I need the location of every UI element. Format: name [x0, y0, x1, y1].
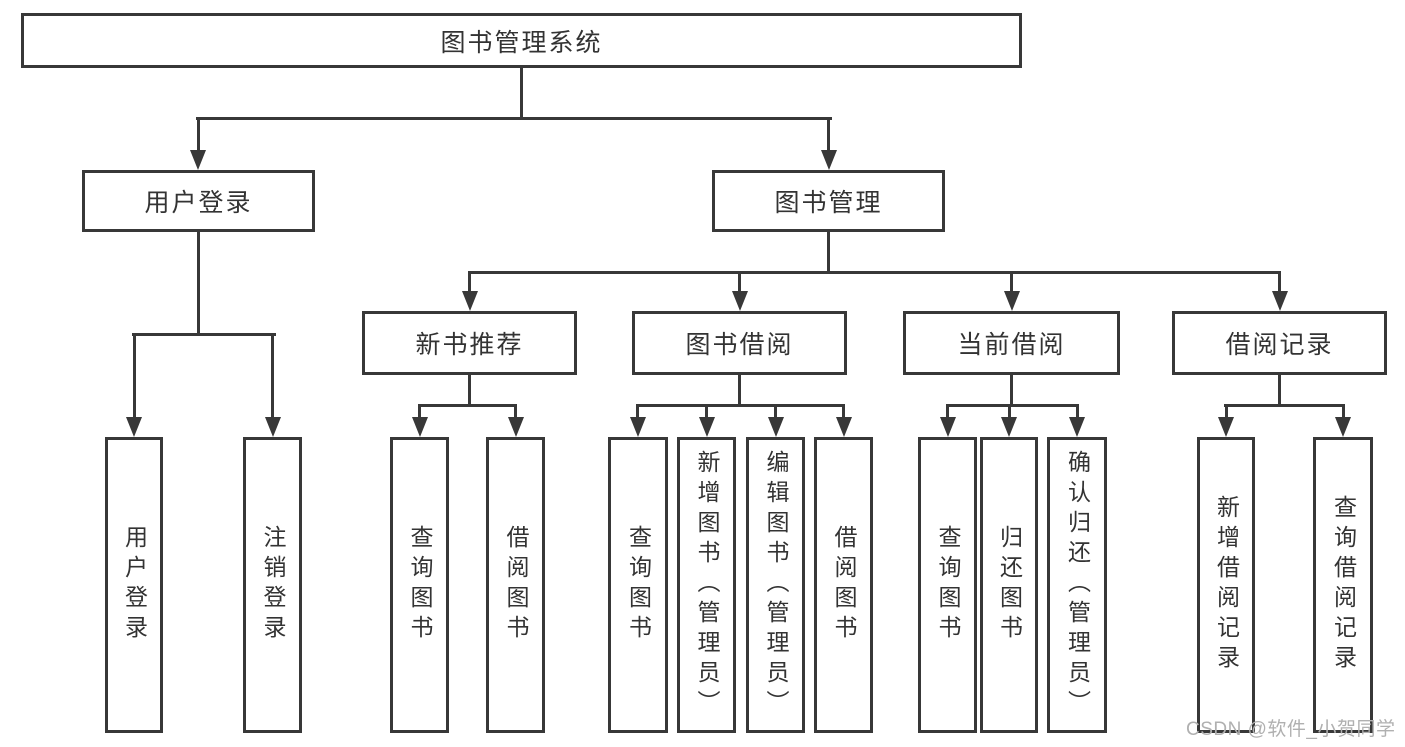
connector-arrowhead	[508, 417, 524, 437]
leaf-user-login: 用户登录	[105, 437, 163, 733]
node-new-book-recommend: 新书推荐	[362, 311, 577, 375]
connector-line	[1076, 404, 1079, 417]
connector-line	[197, 117, 200, 150]
connector-arrowhead	[630, 417, 646, 437]
connector-line	[705, 404, 708, 417]
leaf-label: 新增借阅记录	[1213, 495, 1240, 675]
connector-line	[196, 117, 832, 120]
connector-line	[468, 375, 471, 407]
connector-line	[133, 333, 136, 417]
leaf-label: 归还图书	[996, 525, 1023, 645]
connector-line	[418, 404, 421, 417]
connector-arrowhead	[732, 291, 748, 311]
leaf-newbook-borrow-book: 借阅图书	[486, 437, 545, 733]
connector-line	[514, 404, 517, 417]
connector-line	[946, 404, 949, 417]
node-label: 借阅记录	[1225, 331, 1334, 359]
node-book-borrow: 图书借阅	[632, 311, 847, 375]
connector-line	[827, 232, 830, 274]
connector-arrowhead	[940, 417, 956, 437]
leaf-records-query-record: 查询借阅记录	[1313, 437, 1373, 733]
connector-arrowhead	[821, 150, 837, 170]
connector-arrowhead	[190, 150, 206, 170]
node-label: 图书借阅	[685, 331, 794, 359]
watermark: CSDN @软件_小贺同学	[1186, 719, 1396, 740]
connector-line	[738, 375, 741, 407]
connector-line	[827, 117, 830, 150]
leaf-current-return-book: 归还图书	[980, 437, 1038, 733]
connector-line	[1225, 404, 1228, 417]
node-current-borrow: 当前借阅	[903, 311, 1120, 375]
node-book-management: 图书管理	[712, 170, 945, 232]
leaf-label: 查询图书	[935, 525, 961, 645]
connector-line	[468, 271, 1281, 274]
connector-arrowhead	[126, 417, 142, 437]
node-label: 图书管理系统	[440, 28, 603, 57]
leaf-label: 编辑图书（管理员）	[763, 450, 789, 720]
connector-line	[520, 68, 523, 119]
connector-line	[132, 333, 276, 336]
leaf-label: 确认归还（管理员）	[1064, 450, 1091, 720]
connector-arrowhead	[265, 417, 281, 437]
leaf-records-add-record: 新增借阅记录	[1197, 437, 1255, 733]
leaf-label: 借阅图书	[503, 525, 529, 645]
connector-arrowhead	[836, 417, 852, 437]
connector-line	[1278, 375, 1281, 407]
leaf-borrow-add-book-admin: 新增图书（管理员）	[677, 437, 736, 733]
leaf-current-confirm-return-admin: 确认归还（管理员）	[1047, 437, 1107, 733]
leaf-label: 查询图书	[625, 525, 652, 645]
connector-arrowhead	[462, 291, 478, 311]
connector-line	[946, 404, 1079, 407]
connector-line	[418, 404, 517, 407]
node-label: 用户登录	[144, 189, 253, 217]
connector-line	[774, 404, 777, 417]
leaf-label: 新增图书（管理员）	[694, 450, 720, 720]
connector-arrowhead	[1218, 417, 1234, 437]
connector-arrowhead	[1001, 417, 1017, 437]
connector-line	[271, 333, 274, 417]
leaf-current-query-book: 查询图书	[918, 437, 977, 733]
leaf-label: 查询借阅记录	[1330, 495, 1357, 675]
leaf-label: 注销登录	[260, 525, 286, 645]
leaf-borrow-edit-book-admin: 编辑图书（管理员）	[746, 437, 805, 733]
connector-arrowhead	[412, 417, 428, 437]
leaf-label: 查询图书	[407, 525, 433, 645]
node-borrow-records: 借阅记录	[1172, 311, 1387, 375]
connector-line	[842, 404, 845, 417]
connector-line	[1010, 271, 1013, 291]
connector-line	[1010, 375, 1013, 407]
connector-arrowhead	[768, 417, 784, 437]
connector-line	[1224, 404, 1345, 407]
connector-line	[636, 404, 639, 417]
leaf-newbook-query-book: 查询图书	[390, 437, 449, 733]
connector-arrowhead	[1004, 291, 1020, 311]
connector-line	[738, 271, 741, 291]
node-label: 图书管理	[774, 189, 883, 217]
connector-line	[1008, 404, 1011, 417]
connector-line	[1342, 404, 1345, 417]
leaf-label: 用户登录	[121, 525, 148, 645]
connector-arrowhead	[1069, 417, 1085, 437]
node-label: 新书推荐	[415, 331, 524, 359]
connector-line	[197, 232, 200, 336]
leaf-label: 借阅图书	[831, 525, 857, 645]
connector-arrowhead	[1335, 417, 1351, 437]
leaf-borrow-query-book: 查询图书	[608, 437, 668, 733]
node-user-login: 用户登录	[82, 170, 315, 232]
connector-line	[1278, 271, 1281, 291]
leaf-borrow-borrow-book: 借阅图书	[814, 437, 873, 733]
node-label: 当前借阅	[957, 331, 1066, 359]
connector-arrowhead	[1272, 291, 1288, 311]
node-library-system: 图书管理系统	[21, 13, 1022, 68]
connector-arrowhead	[699, 417, 715, 437]
connector-line	[636, 404, 845, 407]
leaf-logout-login: 注销登录	[243, 437, 302, 733]
connector-line	[468, 271, 471, 291]
